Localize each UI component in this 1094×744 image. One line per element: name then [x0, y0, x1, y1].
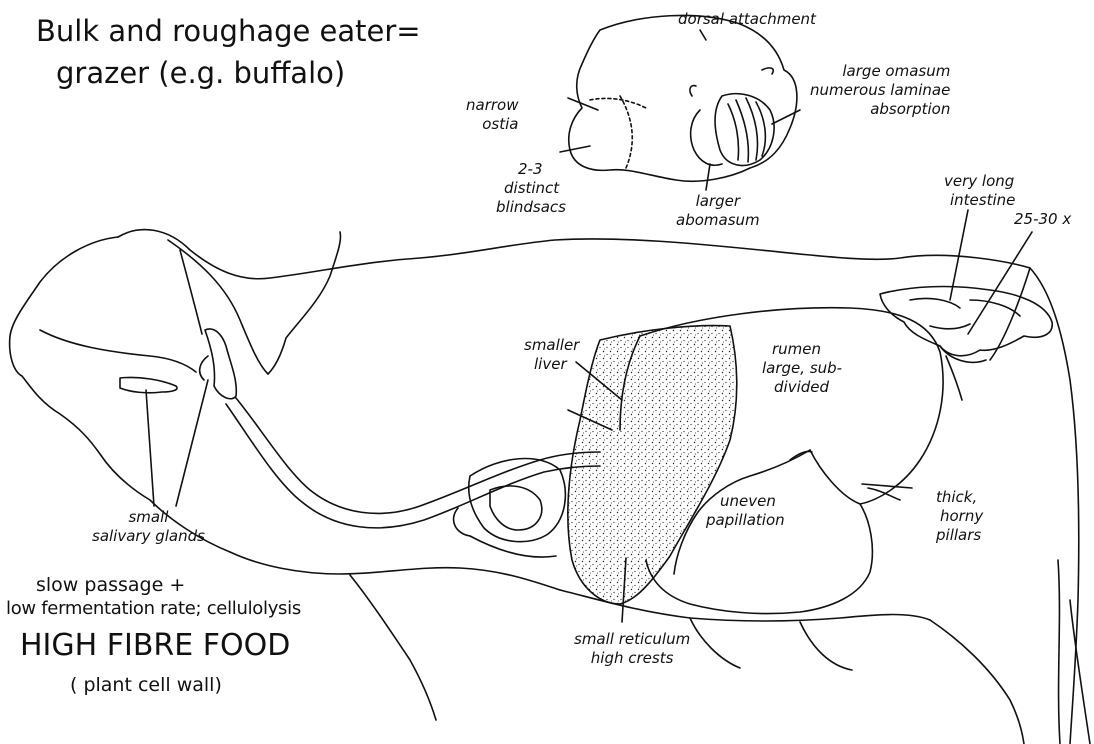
- label-line: high crests: [574, 649, 690, 668]
- label-line: very long: [944, 172, 1071, 191]
- label-line: salivary glands: [92, 527, 205, 546]
- label-rumen: rumen large, sub- divided: [762, 340, 842, 397]
- head-and-horn: [40, 232, 341, 399]
- label-line: small: [92, 508, 205, 527]
- label-line: absorption: [810, 100, 950, 119]
- label-line: large, sub-: [762, 359, 842, 378]
- label-line: distinct: [496, 179, 566, 198]
- label-intestine: very long intestine 25-30 x: [944, 172, 1071, 229]
- label-thick-pillars: thick, horny pillars: [926, 488, 983, 545]
- label-line: 25-30 x: [944, 210, 1071, 229]
- stomach-inset: [569, 15, 797, 181]
- label-line: blindsacs: [496, 198, 566, 217]
- label-small-reticulum: small reticulum high crests: [574, 630, 690, 668]
- label-line: ostia: [466, 115, 518, 134]
- liver-reticulum-stippled: [568, 326, 737, 604]
- label-line: thick,: [926, 488, 983, 507]
- label-line: smaller: [524, 336, 579, 355]
- diagram-title-line1: Bulk and roughage eater=: [36, 12, 421, 50]
- label-line: rumen: [762, 340, 842, 359]
- label-smaller-liver: smaller liver: [524, 336, 579, 374]
- label-line: pillars: [926, 526, 983, 545]
- label-larger-abomasum: larger abomasum: [676, 192, 760, 230]
- heart-lungs: [454, 459, 566, 558]
- label-large-omasum: large omasum numerous laminae absorption: [810, 62, 950, 119]
- label-line: liver: [524, 355, 579, 374]
- label-line: uneven: [706, 492, 785, 511]
- label-dorsal-attachment: dorsal attachment: [678, 10, 816, 29]
- esophagus: [226, 398, 600, 528]
- food-high-fibre-heading: HIGH FIBRE FOOD: [20, 628, 290, 663]
- label-line: horny: [926, 507, 983, 526]
- label-line: small reticulum: [574, 630, 690, 649]
- food-plant-cell-wall: ( plant cell wall): [70, 674, 222, 696]
- label-line: intestine: [944, 191, 1071, 210]
- label-line: narrow: [466, 96, 518, 115]
- label-line: divided: [762, 378, 842, 397]
- animal-body-outline: [10, 230, 1090, 744]
- label-blindsacs: 2-3 distinct blindsacs: [496, 160, 566, 217]
- label-salivary-glands: small salivary glands: [92, 508, 205, 546]
- label-line: papillation: [706, 511, 785, 530]
- label-line: larger: [676, 192, 760, 211]
- food-passage-text: slow passage +: [36, 574, 185, 596]
- label-line: 2-3: [496, 160, 566, 179]
- label-line: large omasum: [810, 62, 950, 81]
- intestine: [880, 287, 1052, 400]
- food-fermentation-text: low fermentation rate; cellulolysis: [6, 598, 301, 619]
- diagram-title-line2: grazer (e.g. buffalo): [56, 54, 345, 92]
- label-line: numerous laminae: [810, 81, 950, 100]
- label-narrow-ostia: narrow ostia: [466, 96, 518, 134]
- label-line: abomasum: [676, 211, 760, 230]
- label-uneven-papillation: uneven papillation: [706, 492, 785, 530]
